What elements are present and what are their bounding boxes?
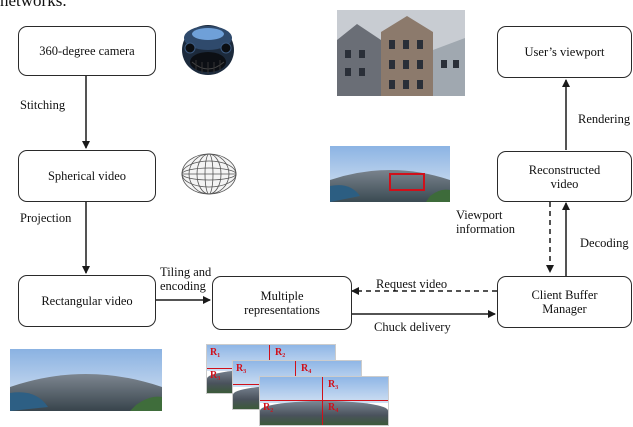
node-label: Rectangular video (41, 294, 133, 308)
tile-label: R₄ (328, 402, 339, 413)
tile-label: R₂ (263, 402, 274, 413)
viewport-photo (337, 10, 465, 96)
label-projection: Projection (20, 211, 72, 225)
node-label: 360-degree camera (39, 44, 135, 58)
node-label: User’s viewport (524, 45, 605, 59)
tile-label: R₁ (210, 347, 221, 358)
node-users-viewport: User’s viewport (497, 26, 632, 78)
label-viewport-info: Viewport information (456, 208, 516, 236)
sphere-image (181, 153, 237, 195)
node-multiple-representations: Multiple representations (212, 276, 352, 330)
label-request: Request video (376, 277, 448, 291)
tile-label: R₂ (275, 347, 286, 358)
tile-label: R₄ (301, 363, 312, 374)
node-label: Spherical video (47, 169, 127, 183)
node-spherical-video: Spherical video (18, 150, 156, 202)
caption-fragment: networks. (0, 0, 67, 10)
node-reconstructed-video: Reconstructed video (497, 151, 632, 202)
label-delivery: Chuck delivery (374, 320, 451, 334)
node-label: Client Buffer Manager (531, 288, 598, 316)
viewport-highlight (389, 173, 425, 191)
tile-label: R₃ (328, 379, 339, 390)
node-rectangular-video: Rectangular video (18, 275, 156, 327)
panorama-image (10, 349, 162, 411)
node-label: Reconstructed video (528, 162, 601, 191)
label-stitching: Stitching (20, 98, 66, 112)
label-rendering: Rendering (578, 112, 631, 126)
tile-label: R₃ (236, 363, 247, 374)
node-label: Multiple representations (244, 289, 320, 317)
label-tiling: Tiling and encoding (160, 265, 212, 293)
camera-image (182, 25, 234, 75)
node-client-buffer-manager: Client Buffer Manager (497, 276, 632, 328)
panorama-viewport-image (330, 146, 450, 202)
tiled-frame-3: R₂ R₃ R₄ (259, 376, 389, 426)
tile-label: R₃ (210, 370, 221, 381)
label-decoding: Decoding (580, 236, 629, 250)
node-360-camera: 360-degree camera (18, 26, 156, 76)
